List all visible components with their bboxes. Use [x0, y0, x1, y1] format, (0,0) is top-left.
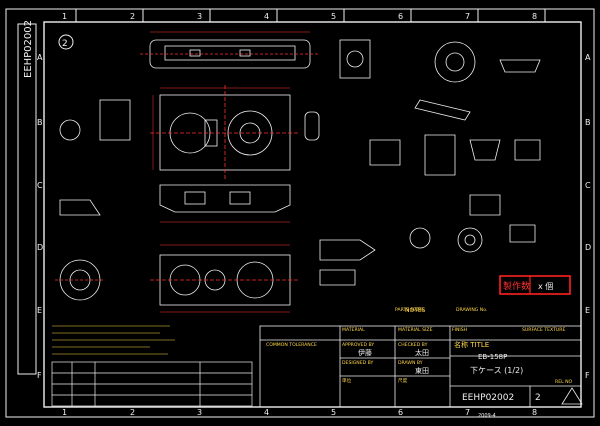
vertical-drawing-code: EEHP02002 [23, 20, 34, 78]
title-block [259, 325, 582, 408]
svg-text:製作数: 製作数 [503, 280, 530, 292]
surface-texture-label: SURFACE TEXTURE [522, 327, 565, 333]
units-label: 単位 [342, 377, 352, 384]
svg-text:B: B [585, 118, 591, 127]
svg-text:5: 5 [331, 12, 336, 21]
view-main-plan [150, 85, 300, 180]
svg-text:2: 2 [130, 12, 135, 21]
sheet-number: 2 [535, 393, 541, 403]
svg-text:D: D [585, 243, 591, 252]
svg-text:1: 1 [62, 12, 67, 21]
svg-text:C: C [585, 181, 591, 190]
svg-text:4: 4 [264, 408, 269, 417]
svg-text:A: A [37, 53, 43, 62]
svg-text:7: 7 [465, 408, 470, 417]
rev-label: REL NO [555, 379, 573, 385]
svg-text:B: B [37, 118, 43, 127]
svg-text:7: 7 [465, 12, 470, 21]
finish-label: FINISH [452, 327, 467, 333]
material-size-label: MATERIAL SIZE [398, 327, 433, 333]
drawn-name: 東田 [415, 366, 429, 375]
view-left-details [55, 99, 131, 301]
drawn-label: DRAWN BY [398, 360, 423, 366]
svg-text:1: 1 [62, 408, 67, 417]
svg-text:3: 3 [197, 408, 202, 417]
sheet-inner-frame [43, 21, 582, 408]
designed-label: DESIGNED BY [342, 360, 374, 366]
checked-name: 太田 [415, 348, 429, 357]
svg-text:4: 4 [264, 12, 269, 21]
row-labels-right: A B C D E F [585, 53, 591, 380]
approved-label: APPROVED BY [342, 342, 374, 348]
svg-text:C: C [37, 181, 43, 190]
common-tolerance-label: COMMON TOLERANCE [266, 342, 317, 348]
notes-block [52, 325, 175, 355]
revision-table [51, 361, 253, 407]
drawing-no-label: DRAWING No. [456, 307, 487, 313]
title-line2: 下ケース (1/2) [470, 366, 523, 375]
view-bottom-plan [150, 244, 300, 313]
column-labels-bottom: 1 2 3 4 5 6 7 8 [62, 408, 537, 417]
column-labels-top: 1 2 3 4 5 6 7 8 [62, 9, 546, 22]
title-line1: EB-158P [478, 353, 507, 361]
sheet-marker: 2 [58, 34, 74, 50]
title-block-labels: PARTS NAME DRAWING No. MATERIAL MATERIAL… [266, 307, 573, 385]
svg-text:E: E [37, 306, 42, 315]
title-label: 名称 TITLE [454, 340, 489, 349]
part-name-label: PARTS NAME [395, 307, 424, 313]
svg-text:x 個: x 個 [538, 281, 553, 291]
view-side-section [159, 184, 291, 223]
title-block-values: 伊藤 太田 東田 名称 TITLE EB-158P 下ケース (1/2) EEH… [358, 340, 541, 403]
svg-text:3: 3 [197, 12, 202, 21]
production-quantity-stamp: 製作数 x 個 [499, 275, 571, 295]
sheet-outer-frame [5, 8, 595, 418]
checked-label: CHECKED BY [398, 342, 428, 348]
svg-text:8: 8 [532, 12, 537, 21]
svg-text:8: 8 [532, 408, 537, 417]
svg-text:F: F [585, 371, 590, 380]
warning-triangle-icon [561, 387, 583, 405]
svg-text:2: 2 [62, 39, 68, 49]
svg-text:5: 5 [331, 408, 336, 417]
svg-text:A: A [585, 53, 591, 62]
view-top-long-part [140, 31, 320, 69]
scale-label: 尺度 [398, 377, 408, 384]
svg-text:6: 6 [398, 408, 403, 417]
svg-text:E: E [585, 306, 590, 315]
svg-text:6: 6 [398, 12, 403, 21]
svg-text:D: D [37, 243, 43, 252]
drawing-no-value: EEHP02002 [462, 393, 514, 403]
svg-text:F: F [37, 371, 42, 380]
bottom-code: 2009-4 [478, 413, 496, 419]
approved-name: 伊藤 [358, 348, 372, 357]
view-right-details [304, 39, 541, 286]
svg-text:2: 2 [130, 408, 135, 417]
material-label: MATERIAL [342, 327, 365, 333]
notes-header: NOTES [405, 307, 426, 314]
row-labels-left: A B C D E F [37, 53, 43, 380]
